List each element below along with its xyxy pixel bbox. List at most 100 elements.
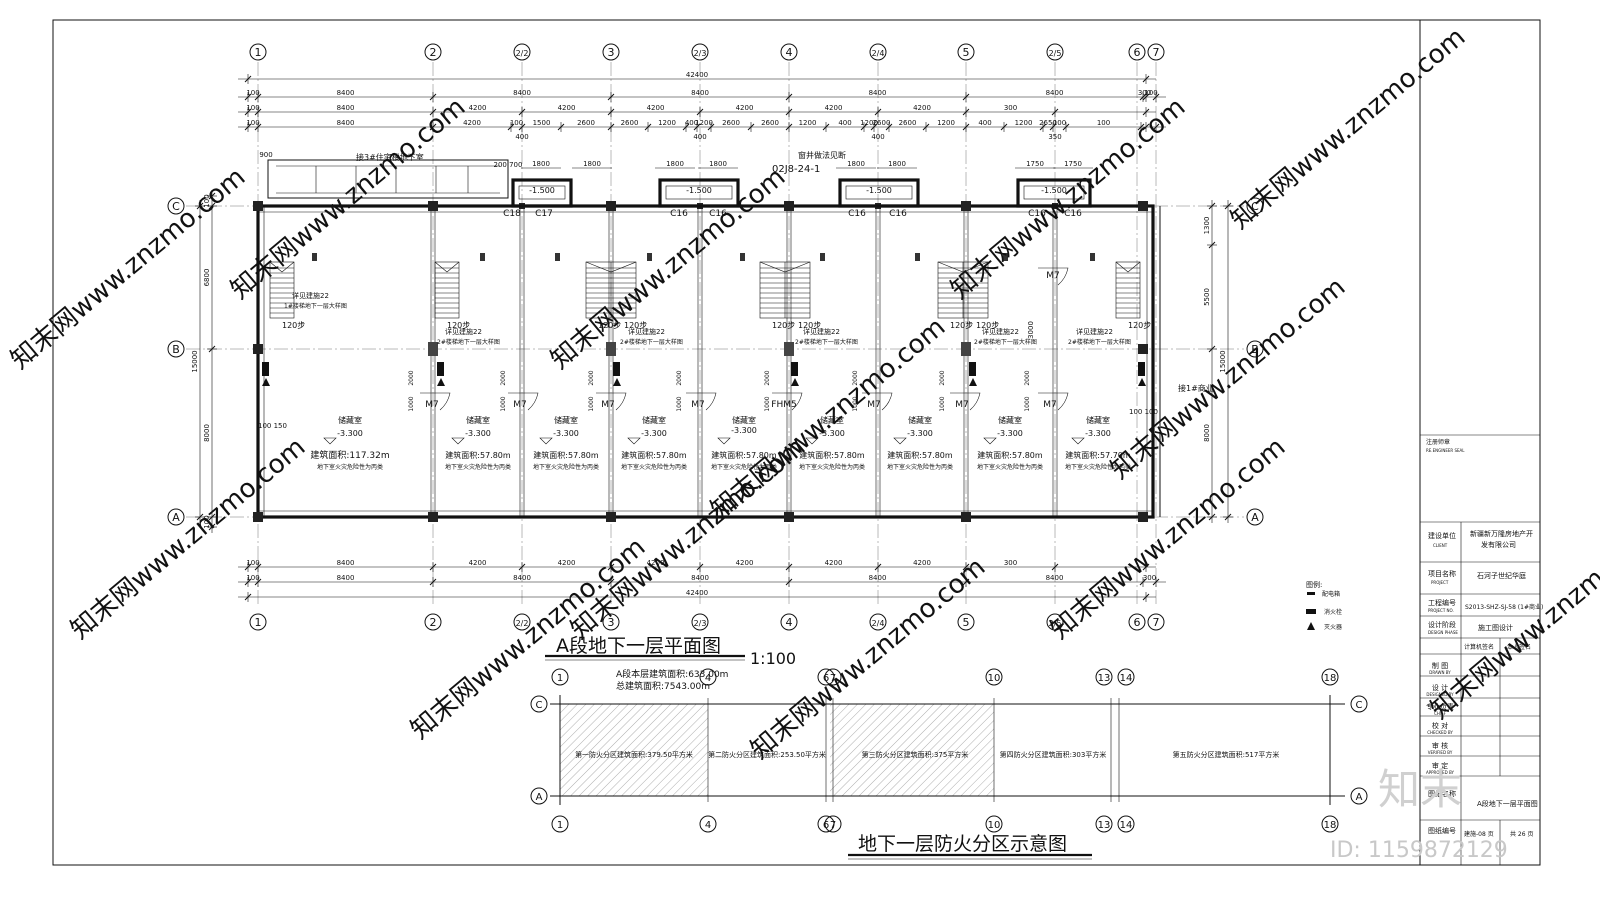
door-tag-3: M7 xyxy=(691,400,705,410)
door-dim-b-0: 1000 xyxy=(408,396,415,411)
dim-bot-r2-4: 8400 xyxy=(869,574,887,582)
window-wells: -1.500-1.500-1.500-1.500 xyxy=(511,178,1092,208)
legend-item-extinguisher: 灭火器 xyxy=(1324,624,1342,631)
dim-top-r2-4: 4200 xyxy=(647,104,665,112)
grid-row-label-0-1: C xyxy=(1251,200,1259,213)
right-wall-dim: 100 100 xyxy=(1129,408,1158,416)
fire-grid-label-0-0: 1 xyxy=(557,673,563,684)
fire-row-label-1-1: A xyxy=(1356,792,1363,803)
dim-top-r3-21: 100 xyxy=(1053,119,1066,127)
fire-grid-bubble-1-1 xyxy=(699,815,717,833)
stair-ref-2: 详见建施22 xyxy=(628,327,665,336)
dim-top-r3-2: 4200 xyxy=(463,119,481,127)
image-id: ID: 1159872129 xyxy=(1330,838,1508,863)
dim-top-r3-10: 2600 xyxy=(722,119,740,127)
dim-top-r3-22: 100 xyxy=(1097,119,1110,127)
stair-ref-sub-5: 2#楼梯地下一层大样图 xyxy=(1068,338,1131,346)
dim-top-r3-8: 400 xyxy=(685,119,698,127)
room-area-0: 建筑面积:117.32m xyxy=(310,449,389,461)
dim-left-total-0: 15000 xyxy=(191,350,199,372)
fire-grid-bubble-5-0 xyxy=(1095,668,1113,686)
role-en-4: VERIFIED BY xyxy=(1428,750,1453,755)
grid-label-top-9: 6 xyxy=(1134,46,1141,59)
dim-pit-2: 1800 xyxy=(666,160,684,168)
dim-misc-0: 400 xyxy=(515,133,528,141)
dim-bot-r2-3: 8400 xyxy=(691,574,709,582)
grid-label-bottom-6: 2/4 xyxy=(872,619,885,628)
connect-note: 接1#商业 xyxy=(1178,383,1214,393)
fire-grid-bubble-0-0 xyxy=(551,668,569,686)
fire-grid-bubble-6-0 xyxy=(1117,668,1135,686)
room-class-7: 地下室火灾危险性为丙类 xyxy=(977,463,1043,471)
door-tag-8: M7 xyxy=(1046,271,1060,281)
grid-bubble-row-2-1 xyxy=(1246,508,1264,526)
door-dim-7: 2000 xyxy=(1024,370,1031,385)
grid-bubble-bottom-0 xyxy=(249,613,267,631)
fire-grid-bubble-2-0 xyxy=(817,668,835,686)
dim-top-r2-3: 4200 xyxy=(558,104,576,112)
drawing-no: 建施-08 页 xyxy=(1464,830,1494,838)
grid-bubble-top-7 xyxy=(957,43,975,61)
panel-mark xyxy=(312,253,317,261)
dim-bot-r2-0: 100 xyxy=(246,574,259,582)
fire-grid-bubble-5-1 xyxy=(1095,815,1113,833)
dim-top-r3-0: 100 xyxy=(246,119,259,127)
grid-label-bottom-3: 3 xyxy=(608,616,615,629)
grid-label-bottom-10: 7 xyxy=(1153,616,1160,629)
room-area-7: 建筑面积:57.80m xyxy=(977,450,1043,460)
fire-grid-label-5-1: 13 xyxy=(1098,820,1111,831)
dim-top-r3-13: 400 xyxy=(838,119,851,127)
hydrant-mark xyxy=(613,362,620,376)
column xyxy=(428,342,438,356)
brand-watermark: 知末 xyxy=(1378,765,1462,814)
fire-grid-label-3-0: 7 xyxy=(830,673,836,684)
column xyxy=(961,512,971,522)
door-dim-5: 2000 xyxy=(852,370,859,385)
client-line-1: 新疆新万隆房地产开 xyxy=(1470,529,1533,538)
project-name: 石河子世纪华庭 xyxy=(1477,571,1526,580)
equipment-marks xyxy=(262,253,1146,386)
fire-zone-label-2: 第三防火分区建筑面积:375平方米 xyxy=(862,750,969,759)
fire-zone-label-3: 第四防火分区建筑面积:303平方米 xyxy=(1000,750,1107,759)
column xyxy=(1138,344,1148,354)
grid-row-label-1-0: B xyxy=(172,343,180,356)
project-label: 项目名称 xyxy=(1428,569,1456,578)
room-area-2: 建筑面积:57.80m xyxy=(533,450,599,460)
project-sub: PROJECT xyxy=(1431,580,1449,585)
seal-sub: RE.ENGINEER SEAL xyxy=(1426,448,1465,453)
dim-pit-6: 1750 xyxy=(1026,160,1044,168)
role-2: 专业负责 xyxy=(1426,702,1454,711)
stair-steps-b-4: 120步 xyxy=(976,321,999,330)
stair-steps-2: 120步 xyxy=(598,321,621,330)
room-class-5: 地下室火灾危险性为丙类 xyxy=(799,463,865,471)
sheet-border xyxy=(52,19,1541,866)
column xyxy=(606,512,616,522)
dim-top-r2-7: 4200 xyxy=(913,104,931,112)
fire-area-note-1: A段本层建筑面积:633.00m xyxy=(616,668,728,680)
role-en-3: CHECKED BY xyxy=(1427,730,1453,735)
dim-left-3: 100 xyxy=(203,515,211,528)
room-name-8: 储藏室 xyxy=(1086,415,1110,425)
extinguisher-mark xyxy=(969,378,977,386)
column xyxy=(428,512,438,522)
role-5: 审 定 xyxy=(1432,761,1448,770)
phase-value: 施工图设计 xyxy=(1478,623,1513,632)
hydrant-mark xyxy=(1138,362,1145,376)
dim-left-1: 6800 xyxy=(203,269,211,287)
stair-ref-4: 详见建施22 xyxy=(982,327,1019,336)
room-level-6: -3.300 xyxy=(907,429,933,438)
legend-title: 图例: xyxy=(1306,580,1322,589)
grid-bubble-top-8 xyxy=(1046,43,1064,61)
dim-top-r3-3: 100 xyxy=(510,119,523,127)
grid-row-label-0-0: C xyxy=(172,200,180,213)
projno-sub: PROJECT NO. xyxy=(1428,608,1454,613)
window-tag-4: C16 xyxy=(848,209,866,219)
dim-right-1: 5500 xyxy=(1203,288,1211,306)
window-tag-2: C16 xyxy=(670,209,688,219)
panel-mark xyxy=(1003,253,1008,261)
role-en-0: DRAWN BY xyxy=(1429,670,1451,675)
stair-steps-5: 120步 xyxy=(1128,321,1151,330)
phase-label: 设计阶段 xyxy=(1428,620,1456,629)
